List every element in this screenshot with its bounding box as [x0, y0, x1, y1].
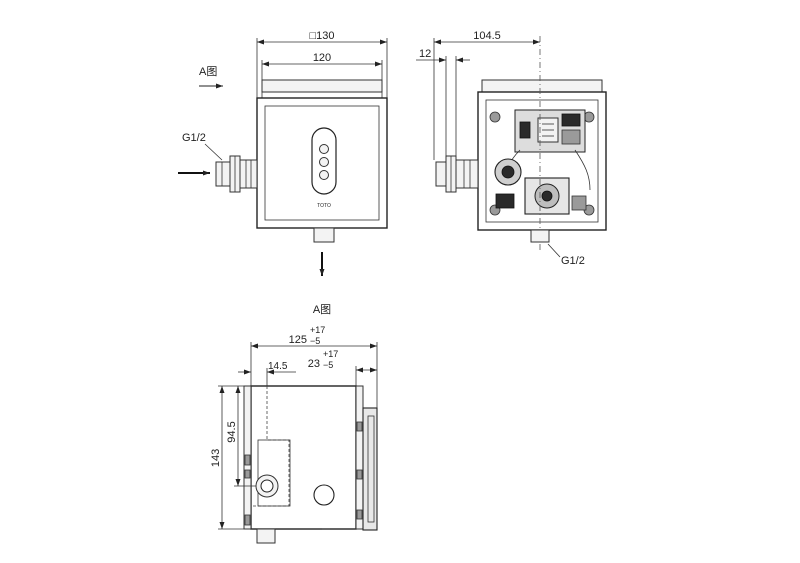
- dim-cover-tol-minus: −5: [323, 360, 333, 370]
- valve-coupling: [495, 193, 515, 209]
- dim-side-width: 104.5: [473, 30, 501, 42]
- valve-center: [541, 190, 553, 202]
- view-a-housing: [250, 385, 357, 530]
- outlet-thread-label: G1/2: [561, 255, 585, 267]
- dim-cover-main: 23: [308, 358, 320, 370]
- view-a: A图 125 +17 −5 23: [210, 303, 378, 544]
- side-inner-wall: [485, 99, 599, 223]
- screw-icon: [489, 111, 501, 123]
- inlet-nut: [215, 161, 231, 187]
- inlet-port-bore: [260, 479, 274, 493]
- wire: [574, 149, 591, 191]
- screw-icon: [244, 454, 251, 466]
- board-component: [561, 113, 581, 127]
- front-faceplate: [264, 105, 380, 221]
- outlet-leader-line: [547, 243, 561, 258]
- valve-fitting: [571, 195, 587, 211]
- board-component: [519, 121, 531, 139]
- side-outlet-stub: [530, 229, 550, 243]
- dim-depth-main: 125: [289, 334, 307, 346]
- brand-mark: TOTO: [317, 203, 331, 209]
- side-round-port: [313, 484, 335, 506]
- cover-gap: [355, 385, 364, 530]
- dim-outer-width: □130: [310, 30, 335, 42]
- side-inlet-fitting: [435, 155, 479, 193]
- sensor-eye-icon: [319, 170, 329, 180]
- dim-inner-width: 120: [313, 52, 331, 64]
- inlet-thread-label: G1/2: [182, 132, 206, 144]
- front-top-flange: [261, 79, 383, 93]
- board-terminal: [561, 129, 581, 145]
- dim-cover-tol-plus: +17: [323, 349, 338, 359]
- inlet-body: [239, 159, 258, 189]
- view-a-title: A图: [313, 303, 331, 316]
- front-view: TOTO G1/2 A图 □130 120: [178, 30, 388, 276]
- dim-depth-tol-minus: −5: [310, 336, 320, 346]
- front-outlet-stub: [313, 227, 335, 243]
- sensor-eye-icon: [319, 157, 329, 167]
- screw-icon: [244, 514, 251, 526]
- view-a-outlet-stub: [256, 528, 276, 544]
- dim-inlet-offset: 14.5: [268, 361, 288, 372]
- solenoid-core: [501, 165, 515, 179]
- screw-icon: [356, 421, 363, 432]
- dim-side-offset: 12: [419, 48, 431, 60]
- dim-inlet-height: 94.5: [226, 421, 238, 442]
- sensor-eye-icon: [319, 144, 329, 154]
- cover-plate: [362, 407, 378, 531]
- side-top-flange: [481, 79, 603, 93]
- dim-depth-tol-plus: +17: [310, 325, 325, 335]
- dim-height: 143: [210, 449, 222, 467]
- screw-icon: [244, 469, 251, 479]
- cover-plate-inner: [367, 415, 375, 523]
- screw-icon: [356, 469, 363, 480]
- inlet-fitting: [215, 155, 258, 193]
- inlet-channel: [257, 439, 291, 507]
- screw-icon: [356, 509, 363, 520]
- inlet-leader-line: [204, 143, 223, 161]
- side-view: G1/2 104.5 12: [416, 30, 607, 267]
- front-top-flange-lip: [261, 91, 383, 99]
- view-a-marker: A图: [199, 65, 217, 78]
